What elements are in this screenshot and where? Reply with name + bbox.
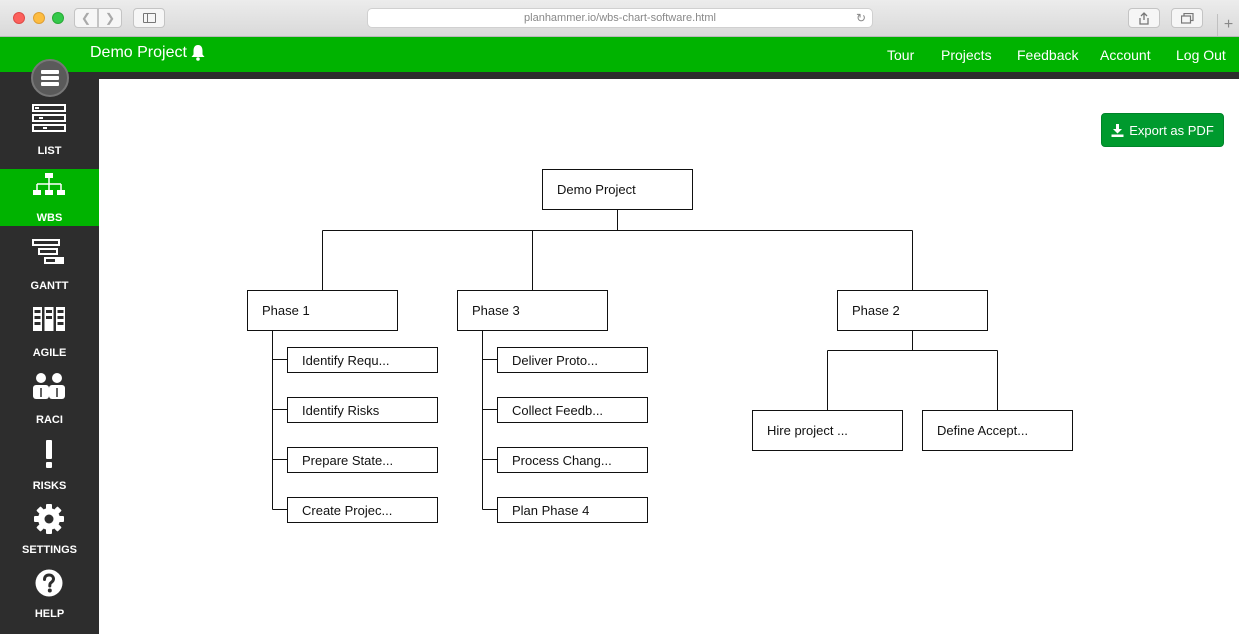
nav-projects[interactable]: Projects: [941, 47, 992, 63]
wbs-task-node[interactable]: Deliver Proto...: [497, 347, 648, 373]
sidebar-item-label: WBS: [36, 212, 63, 224]
chevron-right-icon: ❯: [104, 11, 116, 25]
sidebar: [0, 72, 99, 634]
url-text: planhammer.io/wbs-chart-software.html: [524, 12, 716, 24]
chevron-left-icon: ❮: [80, 11, 92, 25]
sidebar-icon: [142, 13, 156, 23]
wbs-phase-node[interactable]: Phase 2: [837, 290, 988, 331]
sidebar-item-label: SETTINGS: [21, 544, 77, 556]
sidebar-item-label: RACI: [36, 414, 63, 426]
sidebar-item-wbs[interactable]: WBS: [0, 169, 99, 226]
export-pdf-label: Export as PDF: [1129, 122, 1214, 138]
sidebar-item-label: LIST: [37, 145, 62, 157]
gear-icon: [34, 504, 64, 534]
nav-logout[interactable]: Log Out: [1176, 47, 1226, 63]
wbs-task-node[interactable]: Identify Requ...: [287, 347, 438, 373]
wbs-task-node[interactable]: Collect Feedb...: [497, 397, 648, 423]
share-icon: [1139, 11, 1149, 25]
app-header: [0, 37, 1239, 72]
wbs-task-node[interactable]: Create Projec...: [287, 497, 438, 523]
tabs-icon: [1180, 12, 1194, 24]
header-divider: [99, 72, 1239, 79]
sidebar-item-label: HELP: [34, 608, 65, 620]
wbs-root-node[interactable]: Demo Project: [542, 169, 693, 210]
help-icon: [35, 569, 63, 597]
forward-button[interactable]: ❯: [98, 8, 122, 28]
sidebar-item-risks[interactable]: RISKS: [0, 436, 99, 496]
nav-tour[interactable]: Tour: [887, 47, 915, 63]
sidebar-item-gantt[interactable]: GANTT: [0, 235, 99, 295]
sidebar-item-label: RISKS: [32, 480, 67, 492]
export-pdf-button[interactable]: Export as PDF: [1101, 113, 1224, 147]
gantt-icon: [32, 239, 64, 264]
sidebar-item-agile[interactable]: AGILE: [0, 302, 99, 362]
minimize-window-button[interactable]: [33, 12, 45, 24]
wbs-phase-node[interactable]: Phase 1: [247, 290, 398, 331]
sidebar-item-settings[interactable]: SETTINGS: [0, 502, 99, 562]
maximize-window-button[interactable]: [52, 12, 64, 24]
bell-icon[interactable]: [190, 44, 206, 66]
back-button[interactable]: ❮: [74, 8, 98, 28]
sidebar-item-raci[interactable]: RACI: [0, 369, 99, 429]
wbs-task-node[interactable]: Prepare State...: [287, 447, 438, 473]
tabs-overview-button[interactable]: [1171, 8, 1203, 28]
sidebar-item-label: GANTT: [30, 280, 69, 292]
hierarchy-icon: [33, 173, 65, 195]
users-icon: [33, 373, 65, 399]
reload-icon[interactable]: ↻: [855, 11, 866, 25]
sidebar-toggle-button[interactable]: [133, 8, 165, 28]
wbs-task-node[interactable]: Hire project ...: [752, 410, 903, 451]
wbs-task-node[interactable]: Identify Risks: [287, 397, 438, 423]
new-tab-button[interactable]: +: [1217, 14, 1239, 36]
sidebar-item-help[interactable]: HELP: [0, 567, 99, 627]
plus-icon: +: [1223, 16, 1234, 33]
menu-toggle-button[interactable]: [31, 59, 69, 97]
share-button[interactable]: [1128, 8, 1160, 28]
wbs-task-node[interactable]: Plan Phase 4: [497, 497, 648, 523]
project-title[interactable]: Demo Project: [90, 44, 187, 61]
nav-account[interactable]: Account: [1100, 47, 1151, 63]
hamburger-icon: [41, 70, 59, 86]
browser-chrome: ❮ ❯ planhammer.io/wbs-chart-software.htm…: [0, 0, 1239, 37]
wbs-phase-node[interactable]: Phase 3: [457, 290, 608, 331]
close-window-button[interactable]: [13, 12, 25, 24]
wbs-task-node[interactable]: Define Accept...: [922, 410, 1073, 451]
url-bar[interactable]: planhammer.io/wbs-chart-software.html ↻: [367, 8, 873, 28]
list-icon: [32, 104, 66, 132]
kanban-icon: [33, 307, 65, 331]
nav-feedback[interactable]: Feedback: [1017, 47, 1079, 63]
sidebar-item-list[interactable]: LIST: [0, 100, 99, 160]
download-icon: [1111, 123, 1124, 137]
sidebar-item-label: AGILE: [32, 347, 67, 359]
exclamation-icon: [46, 440, 52, 468]
wbs-task-node[interactable]: Process Chang...: [497, 447, 648, 473]
